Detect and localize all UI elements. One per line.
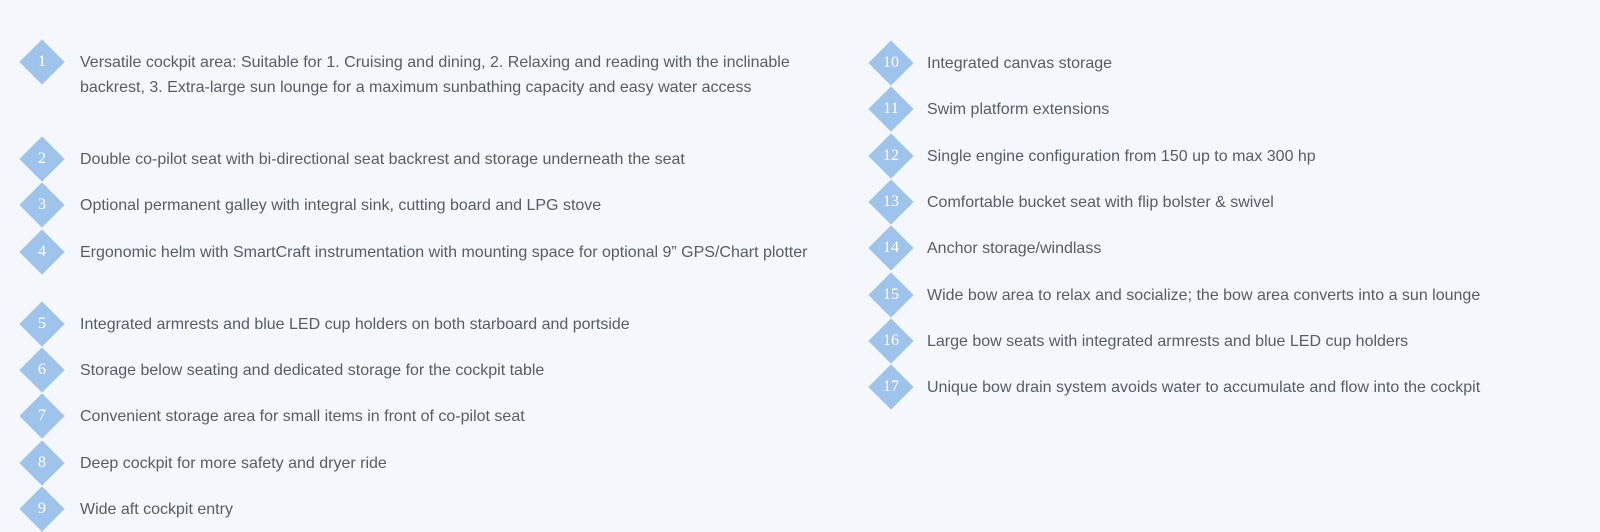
feature-text: Wide bow area to relax and socialize; th… xyxy=(927,287,1481,304)
feature-text: Versatile cockpit area: Suitable for 1. … xyxy=(80,54,790,96)
feature-text: Convenient storage area for small items … xyxy=(80,408,525,425)
feature-number: 11 xyxy=(883,100,899,117)
feature-number: 15 xyxy=(883,286,899,303)
feature-number: 14 xyxy=(883,239,899,256)
number-diamond-icon: 7 xyxy=(19,393,65,439)
number-diamond-icon: 12 xyxy=(868,133,914,179)
number-diamond-icon: 3 xyxy=(19,182,65,228)
feature-number: 9 xyxy=(38,500,46,517)
feature-text: Swim platform extensions xyxy=(927,101,1110,118)
number-diamond-icon: 2 xyxy=(19,136,65,182)
number-diamond-icon: 15 xyxy=(868,272,914,318)
feature-number: 13 xyxy=(883,193,899,210)
number-diamond-icon: 10 xyxy=(868,40,914,86)
number-diamond-icon: 8 xyxy=(19,440,65,486)
feature-text: Large bow seats with integrated armrests… xyxy=(927,333,1409,350)
feature-text: Single engine configuration from 150 up … xyxy=(927,148,1316,165)
feature-number: 3 xyxy=(38,196,46,213)
feature-number: 4 xyxy=(38,243,46,260)
feature-text: Integrated canvas storage xyxy=(927,55,1113,72)
feature-text: Integrated armrests and blue LED cup hol… xyxy=(80,316,630,333)
feature-number: 8 xyxy=(38,454,46,471)
feature-text: Deep cockpit for more safety and dryer r… xyxy=(80,455,387,472)
feature-text: Comfortable bucket seat with flip bolste… xyxy=(927,194,1274,211)
number-diamond-icon: 1 xyxy=(19,39,65,85)
feature-number: 10 xyxy=(883,54,899,71)
feature-text: Unique bow drain system avoids water to … xyxy=(927,379,1481,396)
feature-number: 16 xyxy=(883,332,899,349)
feature-number: 2 xyxy=(38,150,46,167)
number-diamond-icon: 17 xyxy=(868,364,914,410)
feature-number: 17 xyxy=(883,378,899,395)
feature-text: Optional permanent galley with integral … xyxy=(80,197,602,214)
feature-number: 7 xyxy=(38,407,46,424)
feature-text: Wide aft cockpit entry xyxy=(80,501,233,518)
feature-number: 6 xyxy=(38,361,46,378)
feature-text: Double co-pilot seat with bi-directional… xyxy=(80,151,685,168)
feature-number: 1 xyxy=(38,53,46,70)
feature-text: Ergonomic helm with SmartCraft instrumen… xyxy=(80,244,808,261)
number-diamond-icon: 11 xyxy=(868,86,914,132)
feature-text: Anchor storage/windlass xyxy=(927,240,1102,257)
number-diamond-icon: 14 xyxy=(868,225,914,271)
number-diamond-icon: 4 xyxy=(19,229,65,275)
feature-number: 5 xyxy=(38,315,46,332)
number-diamond-icon: 13 xyxy=(868,179,914,225)
number-diamond-icon: 6 xyxy=(19,347,65,393)
number-diamond-icon: 9 xyxy=(19,486,65,532)
feature-text: Storage below seating and dedicated stor… xyxy=(80,362,545,379)
feature-number: 12 xyxy=(883,147,899,164)
number-diamond-icon: 16 xyxy=(868,318,914,364)
number-diamond-icon: 5 xyxy=(19,301,65,347)
